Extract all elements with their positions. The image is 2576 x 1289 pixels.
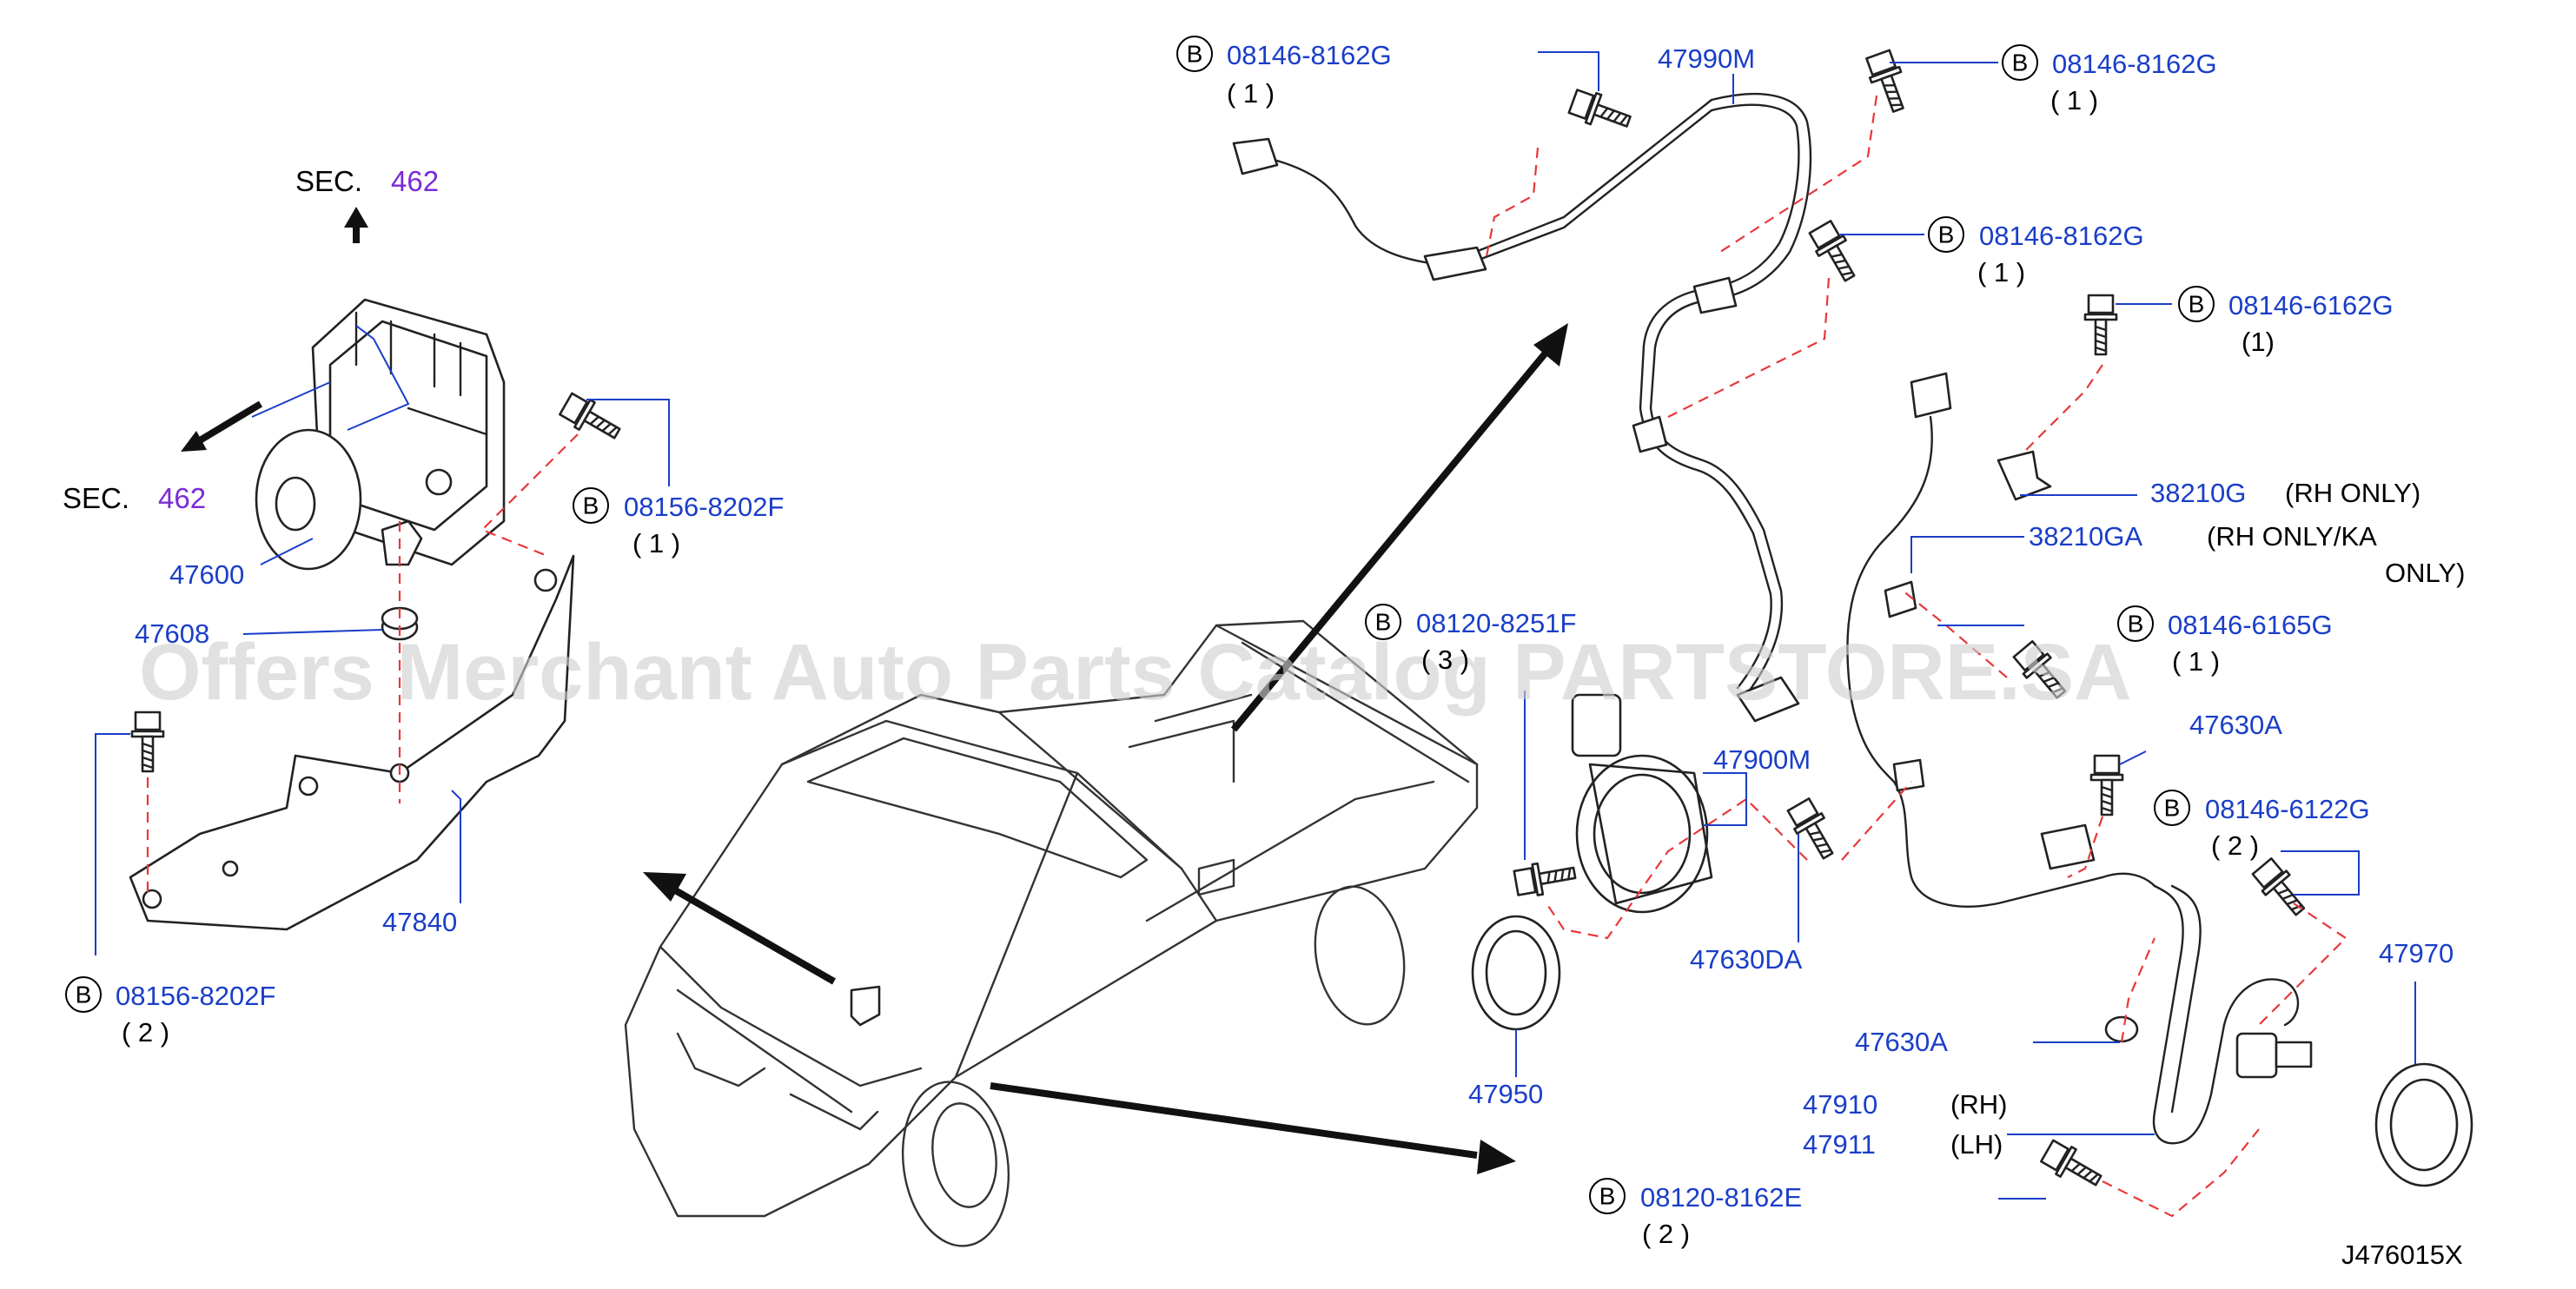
bolt-marker: B xyxy=(76,982,92,1008)
bolt-marker: B xyxy=(1187,41,1203,68)
part-label-47910: 47910 (RH) xyxy=(1803,1089,2007,1120)
actuator-bracket xyxy=(129,554,575,931)
bolt-callout-9: B 08120-8162E ( 2 ) xyxy=(1589,1178,1802,1249)
part-label: 47630A xyxy=(1855,1027,1948,1057)
bolt-callout-7: B 08146-6122G ( 2 ) xyxy=(2154,790,2370,861)
bolt-qty: ( 2 ) xyxy=(2211,830,2259,861)
bolt-part-number: 08146-8162G xyxy=(1227,40,1392,70)
rear-wheel-sensor xyxy=(2104,884,2313,1145)
bolt-qty: ( 1 ) xyxy=(1227,78,1275,109)
bolt-qty: ( 1 ) xyxy=(632,528,680,559)
section-ref-0: SEC. 462 xyxy=(295,165,439,197)
bolt-marker: B xyxy=(2128,611,2144,638)
bolt-8162E xyxy=(2038,1136,2108,1195)
bolt-part-number: 08120-8162E xyxy=(1640,1182,1802,1213)
part-note: (RH ONLY) xyxy=(2285,478,2420,508)
fastener-dash-lines xyxy=(146,95,2348,1218)
section-label: SEC. xyxy=(295,165,362,197)
leader-lines xyxy=(95,51,2416,1200)
diagram-code: J476015X xyxy=(2341,1239,2463,1270)
abs-actuator xyxy=(255,298,506,571)
bolt-qty: ( 1 ) xyxy=(1977,257,2025,288)
bolt-marker: B xyxy=(583,492,599,519)
bolt-marker: B xyxy=(2012,50,2029,76)
truck-illustration xyxy=(624,619,1479,1247)
bolt-qty: ( 2 ) xyxy=(1642,1219,1690,1249)
bolt-part-number: 08146-6122G xyxy=(2205,794,2370,824)
bolt-qty: ( 1 ) xyxy=(2172,646,2220,677)
part-label: 47911 xyxy=(1803,1129,1876,1160)
part-label-38210GA: 38210GA (RH ONLY/KA ONLY) xyxy=(2029,521,2465,588)
bolt-part-number: 08146-6162G xyxy=(2228,290,2394,321)
part-label: 47840 xyxy=(382,907,457,937)
front-sensor-harness xyxy=(1232,92,1812,697)
part-note: (LH) xyxy=(1950,1129,2003,1160)
bolt-marker: B xyxy=(2189,291,2205,318)
bolt-qty: ( 3 ) xyxy=(1421,644,1469,675)
bolt-8162G-c xyxy=(1862,48,1915,116)
part-label-47911: 47911 (LH) xyxy=(1803,1129,2003,1160)
bolt-qty: ( 1 ) xyxy=(2050,85,2098,116)
bolt-part-number: 08146-8162G xyxy=(1979,221,2144,251)
part-note: (RH) xyxy=(1950,1089,2007,1120)
bolt-6122G xyxy=(2248,855,2314,923)
bolt-marker: B xyxy=(1375,609,1392,636)
bolt-callout-1: B 08146-8162G ( 1 ) xyxy=(2002,44,2217,116)
callout-arrows xyxy=(181,207,1568,1174)
bolt-8162G-a xyxy=(1566,85,1635,138)
part-label: 38210GA xyxy=(2029,521,2142,552)
bolt-8162G-b xyxy=(1805,218,1864,288)
watermark: Offers Merchant Auto Parts Catalog PARTS… xyxy=(139,628,2132,717)
part-label-38210G: 38210G (RH ONLY) xyxy=(2150,478,2420,508)
bolt-marker: B xyxy=(1938,221,1955,248)
bolt-callout-4: B 08156-8202F ( 1 ) xyxy=(573,487,784,559)
part-label: 47970 xyxy=(2379,938,2453,968)
bolt-marker: B xyxy=(2164,795,2181,822)
front-sensor-rotor-47950 xyxy=(1471,915,1561,1031)
bolt-callout-3: B 08146-6162G (1) xyxy=(2178,286,2394,357)
bolt-callout-5: B 08120-8251F ( 3 ) xyxy=(1365,604,1576,675)
bolt-6162G xyxy=(2083,294,2118,356)
section-number: 462 xyxy=(158,482,206,514)
bolt-47630A xyxy=(2089,754,2124,816)
bolt-front-sensor xyxy=(1512,856,1579,900)
bolt-callout-2: B 08146-8162G ( 1 ) xyxy=(1928,216,2144,288)
rear-sensor-rotor-47970 xyxy=(2374,1062,2473,1187)
part-label: 47608 xyxy=(135,618,209,649)
part-label: 47990M xyxy=(1658,43,1755,74)
bolt-part-number: 08156-8202F xyxy=(624,492,784,522)
bolt-part-number: 08156-8202F xyxy=(116,981,275,1011)
bolt-part-number: 08146-8162G xyxy=(2052,49,2217,79)
part-label: 47630A xyxy=(2189,710,2282,740)
bolt-qty: (1) xyxy=(2242,327,2275,357)
front-wheel-sensor xyxy=(1571,676,1800,914)
section-label: SEC. xyxy=(63,482,129,514)
part-note: ONLY) xyxy=(2385,558,2465,588)
part-label: 38210G xyxy=(2150,478,2246,508)
bolt-part-number: 08120-8251F xyxy=(1416,608,1576,638)
bolt-callout-0: B 08146-8162G ( 1 ) xyxy=(1176,36,1392,109)
part-label: 47950 xyxy=(1468,1079,1543,1109)
section-number: 462 xyxy=(391,165,439,197)
rear-harness xyxy=(1846,372,2156,908)
part-label: 47910 xyxy=(1803,1089,1877,1120)
part-label: 47900M xyxy=(1713,744,1811,775)
bolt-callout-6: B 08146-6165G ( 1 ) xyxy=(2117,605,2333,677)
bolt-47630DA xyxy=(1784,796,1843,865)
part-label: 47600 xyxy=(169,559,244,590)
bolt-callout-8: B 08156-8202F ( 2 ) xyxy=(65,976,275,1048)
section-ref-1: SEC. 462 xyxy=(63,482,206,514)
part-note: (RH ONLY/KA xyxy=(2207,521,2377,552)
bolt-marker: B xyxy=(1599,1183,1616,1210)
bolt-qty: ( 2 ) xyxy=(122,1017,169,1048)
part-label: 47630DA xyxy=(1690,944,1803,975)
bolt-bracket xyxy=(130,711,165,773)
bolt-part-number: 08146-6165G xyxy=(2168,610,2333,640)
